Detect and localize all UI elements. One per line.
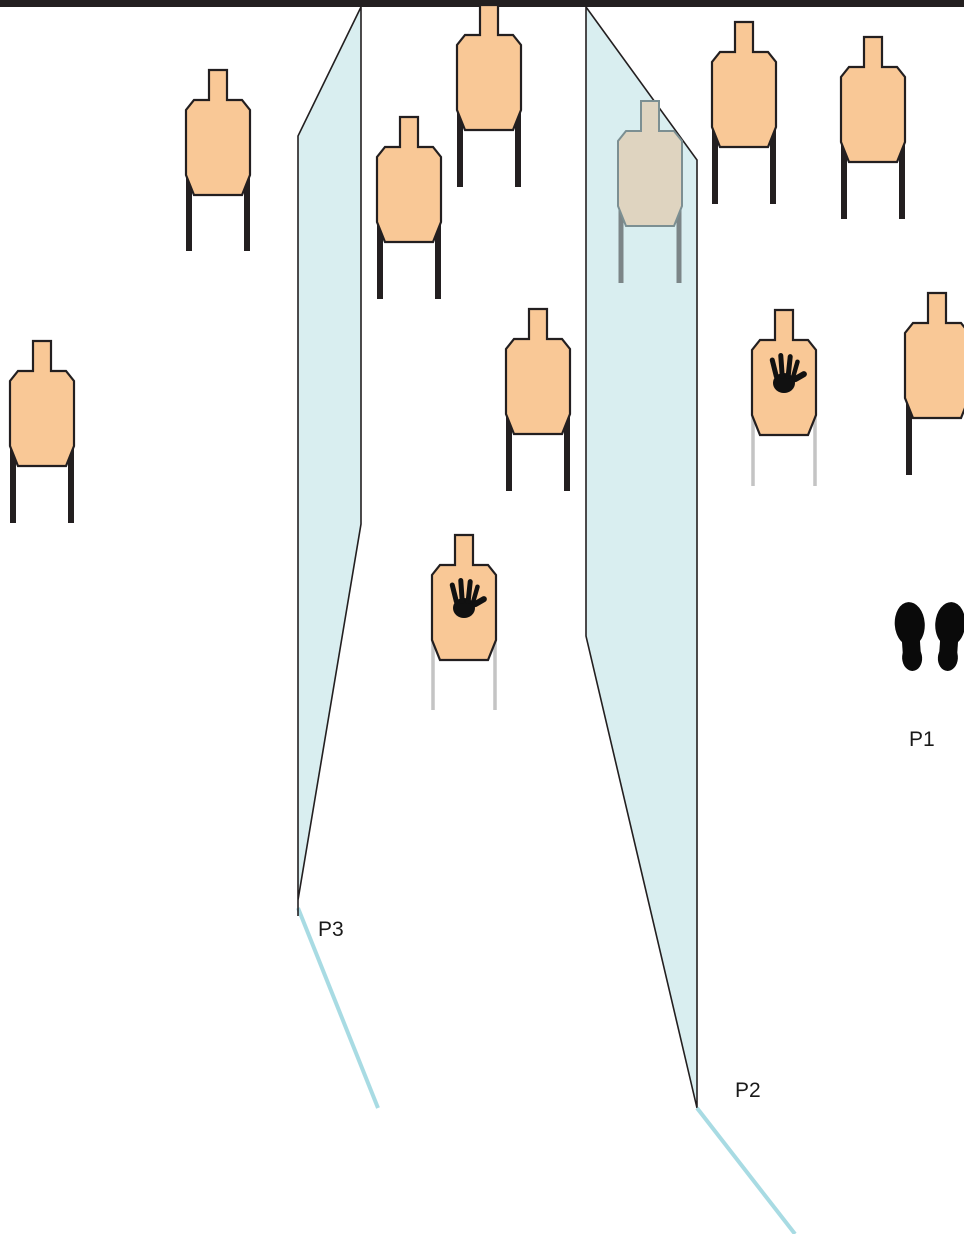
- shoot-target-5: [839, 35, 907, 219]
- shoot-target-6: [8, 339, 76, 523]
- shoot-target-3: [375, 115, 443, 299]
- label-p2: P2: [735, 1079, 761, 1102]
- fault-line-p3: [296, 907, 380, 1109]
- shoot-target-4: [710, 20, 778, 204]
- left-wall: [297, 6, 362, 901]
- fault-line-p2: [695, 1106, 797, 1234]
- no-shoot-target-1: [750, 308, 818, 486]
- no-shoot-target-2: [430, 533, 498, 710]
- shoot-target-2: [455, 3, 523, 187]
- label-p1: P1: [909, 728, 935, 751]
- shoot-target-9: [617, 100, 683, 283]
- label-p3: P3: [318, 918, 344, 941]
- shoot-target-1: [184, 68, 252, 251]
- footprints-icon: [893, 601, 964, 672]
- shoot-target-8: [903, 291, 964, 475]
- top-frame-bar: [0, 0, 964, 7]
- shoot-target-7: [504, 307, 572, 491]
